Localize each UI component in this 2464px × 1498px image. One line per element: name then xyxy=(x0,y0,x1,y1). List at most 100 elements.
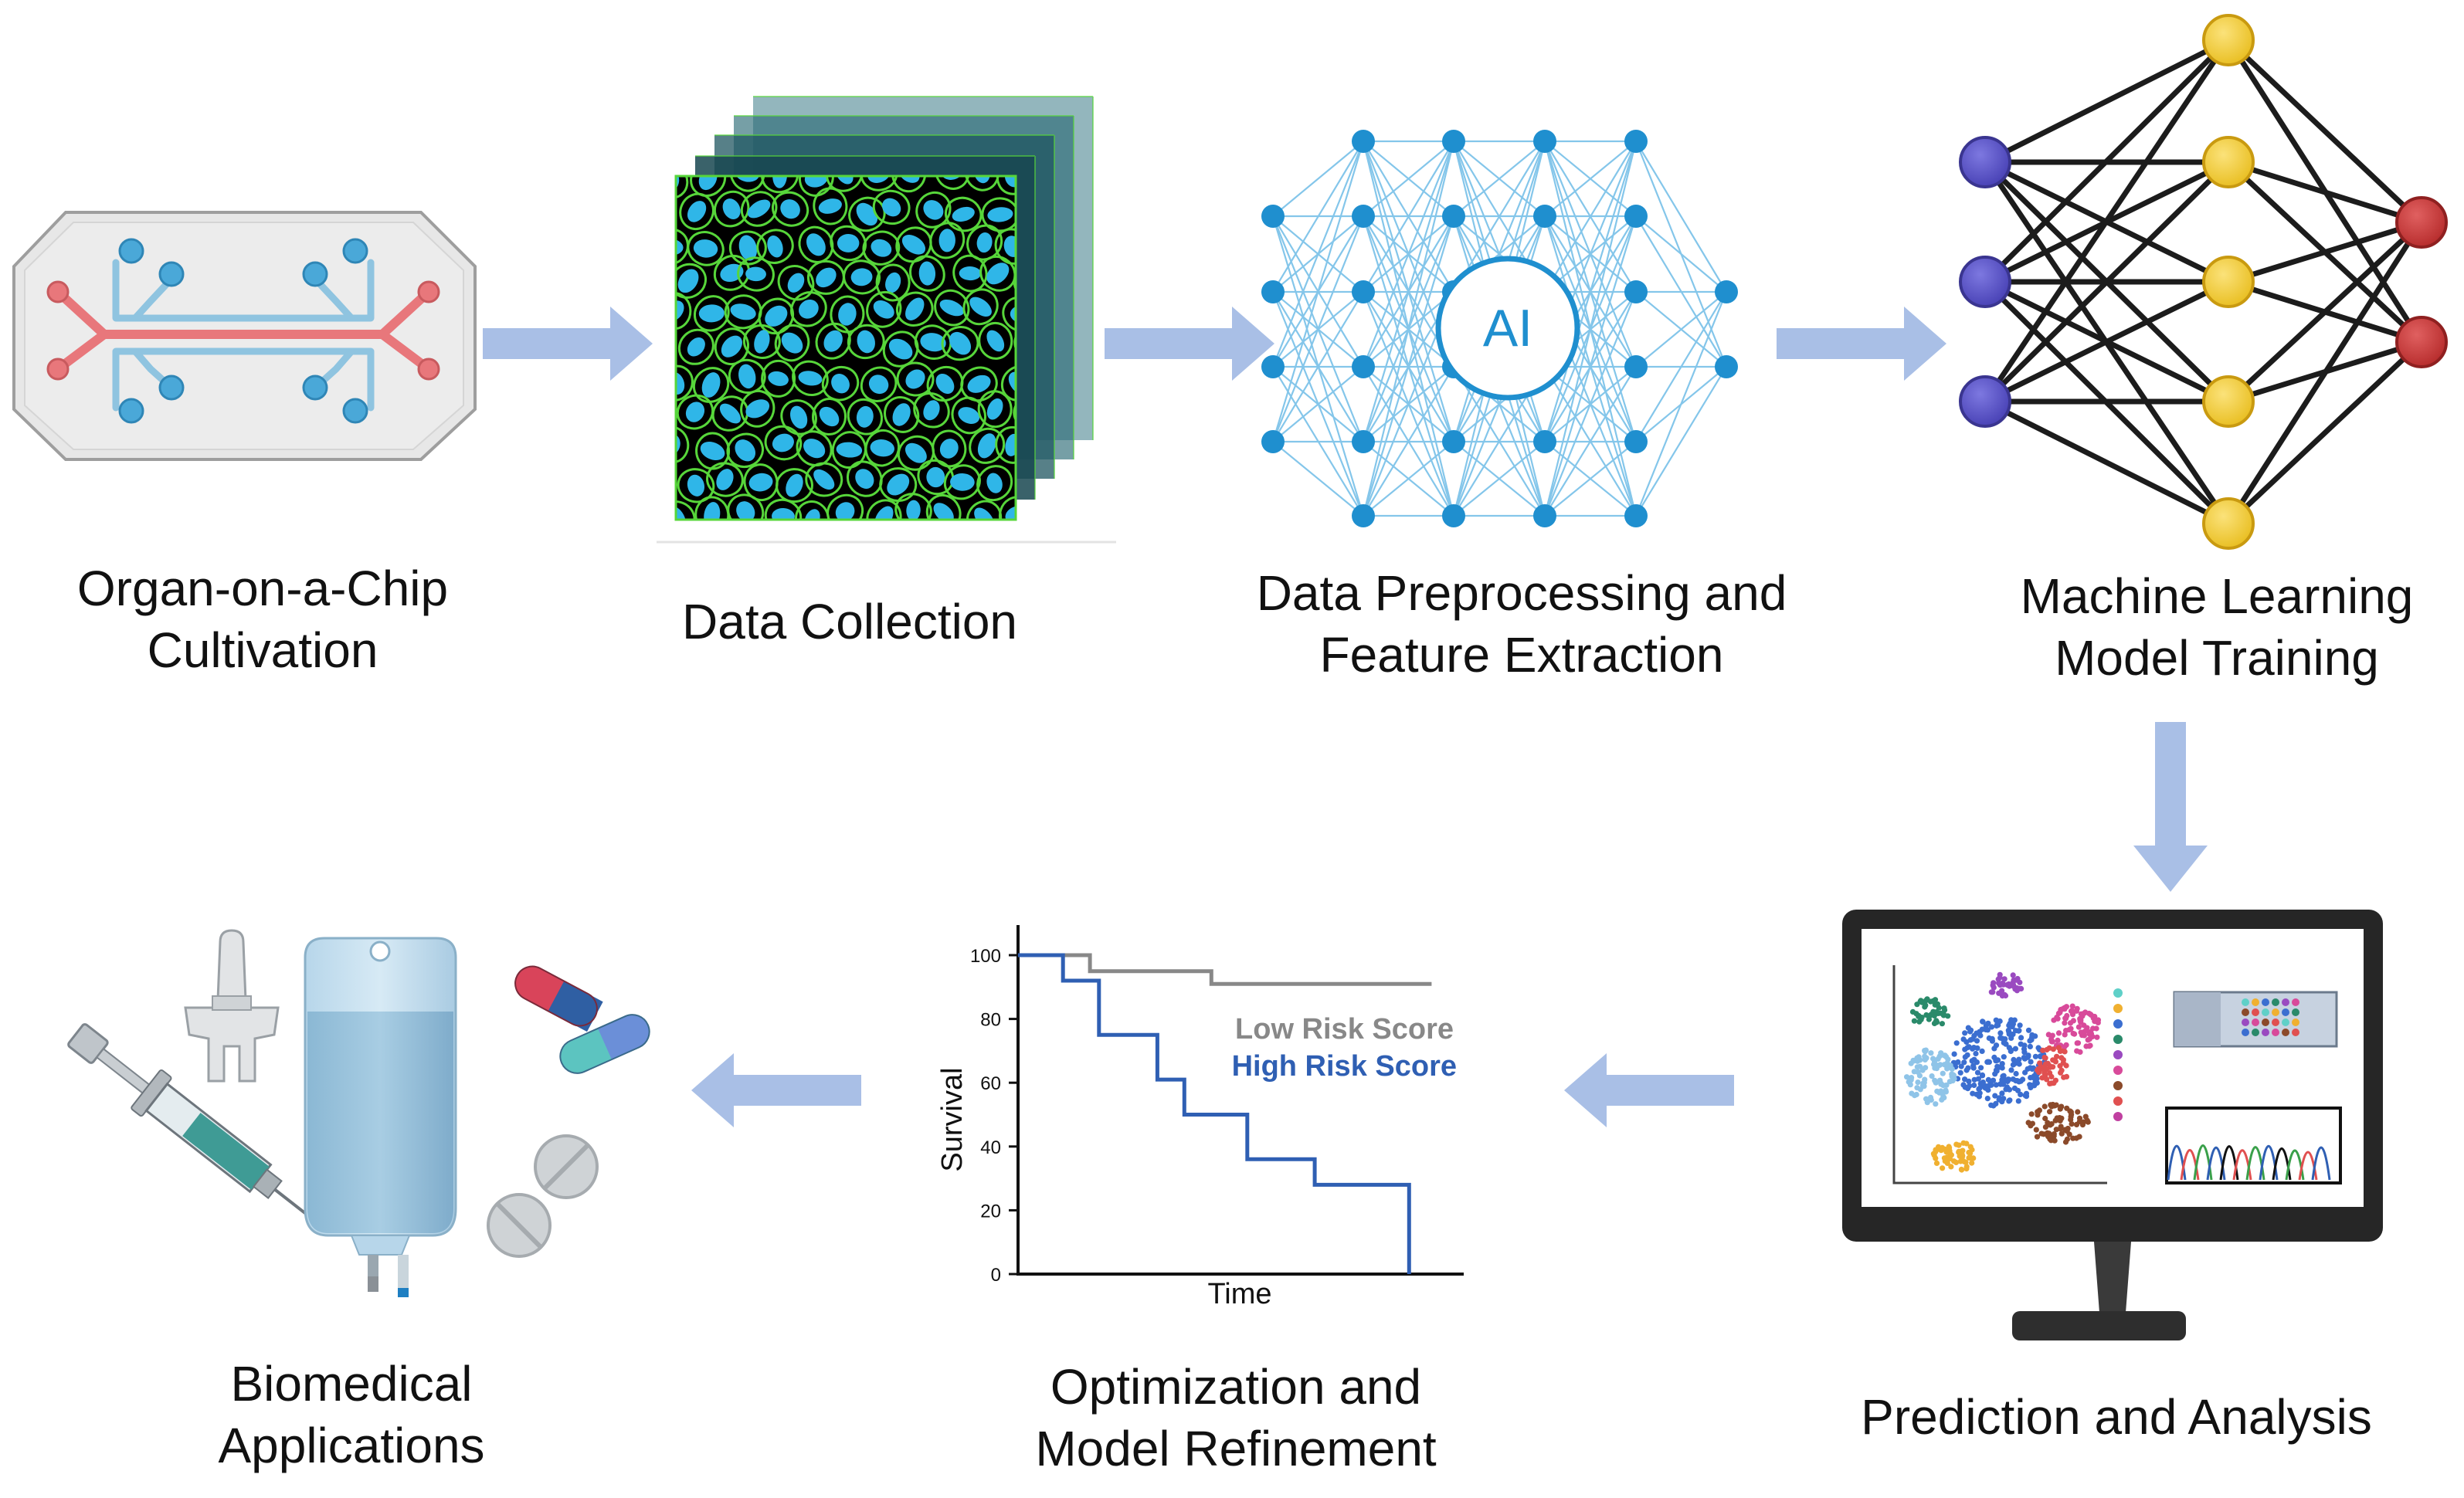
tablet-icon xyxy=(534,1134,599,1199)
scatter-point xyxy=(1945,1156,1952,1162)
scatter-point xyxy=(1992,1093,1998,1099)
cell-nucleus xyxy=(933,503,954,520)
cell-membrane xyxy=(764,498,803,520)
network-edge xyxy=(1453,141,1546,217)
network-node xyxy=(1533,130,1556,153)
network-edge xyxy=(1362,141,1455,517)
y-tick-label: 80 xyxy=(980,1010,1001,1031)
scatter-point xyxy=(1907,1082,1913,1088)
cell-nucleus xyxy=(698,176,718,191)
scatter-point xyxy=(1933,1101,1939,1107)
cell-nucleus xyxy=(835,502,855,520)
cell-nucleus xyxy=(704,502,721,520)
cell-membrane xyxy=(976,465,1013,502)
cell-membrane xyxy=(826,493,864,520)
label-biomedical-applications: Biomedical Applications xyxy=(120,1353,583,1476)
cell-membrane xyxy=(693,295,730,332)
network-edge xyxy=(1272,291,1364,442)
network-edge xyxy=(1363,366,1454,517)
cell-membrane xyxy=(790,291,827,327)
cell-membrane xyxy=(941,326,979,361)
scatter-point xyxy=(1939,1021,1945,1027)
network-node xyxy=(1624,130,1648,153)
scatter-point xyxy=(1963,1039,1970,1046)
y-tick-label: 100 xyxy=(970,946,1001,967)
scatter-point xyxy=(2057,1126,2064,1132)
legend-low-risk: Low Risk Score xyxy=(1235,1013,1454,1046)
arrow-chip-to-collection xyxy=(483,307,653,381)
cell-membrane xyxy=(908,526,951,571)
cell-membrane xyxy=(979,255,1016,292)
cell-membrane xyxy=(695,432,731,470)
scatter-point xyxy=(2013,1070,2019,1077)
scatter-point xyxy=(2015,1098,2021,1104)
network-node xyxy=(1533,430,1556,453)
scatter-point xyxy=(1994,1021,2001,1027)
scatter-point xyxy=(1965,1065,1971,1071)
scatter-point xyxy=(2047,1109,2053,1115)
scatter-point xyxy=(2048,1102,2054,1108)
scatter-point xyxy=(2014,988,2020,994)
scatter-point xyxy=(2064,1136,2070,1142)
cell-nucleus xyxy=(1005,433,1016,456)
cell-nucleus xyxy=(687,201,707,222)
scatter-point xyxy=(2027,1043,2033,1049)
cell-membrane xyxy=(743,463,779,502)
scatter-point xyxy=(1933,1160,1940,1166)
cell-membrane xyxy=(676,500,696,520)
label-prediction-line1: Prediction and Analysis xyxy=(1861,1389,2372,1445)
network-edge xyxy=(1453,141,1546,293)
scatter-point xyxy=(2069,1008,2075,1014)
cell-nucleus xyxy=(1003,236,1016,257)
arrow-prediction-to-optimization xyxy=(1564,1053,1734,1127)
scatter-point xyxy=(1960,1153,1966,1159)
nasal-spray-icon xyxy=(184,929,280,1083)
slide-dot xyxy=(2242,998,2249,1006)
cell-membrane xyxy=(676,292,692,330)
scatter-point xyxy=(2077,1018,2083,1024)
scatter-point xyxy=(1993,1067,1999,1073)
cell-nucleus xyxy=(748,473,773,492)
scatter-point xyxy=(2074,1048,2080,1054)
scatter-point xyxy=(2025,1052,2031,1059)
scatter-point xyxy=(1997,974,2003,981)
scatter-point xyxy=(2067,1020,2074,1026)
arrow-collection-to-preprocessing xyxy=(1105,307,1274,381)
scatter-point xyxy=(2048,1073,2055,1079)
scatter-point xyxy=(2022,1069,2028,1076)
syringe-icon xyxy=(67,1023,327,1231)
network-edge xyxy=(1983,38,2231,284)
scatter-point xyxy=(1999,1035,2005,1042)
scatter-point xyxy=(2006,981,2012,988)
network-node xyxy=(1715,355,1738,378)
scatter-point xyxy=(2041,1054,2048,1061)
slide-dot xyxy=(2282,1008,2289,1016)
cell-membrane xyxy=(729,176,765,192)
cell-nucleus xyxy=(918,261,936,286)
scatter-point xyxy=(2038,1053,2044,1059)
network-edge xyxy=(1635,141,1727,293)
scatter-point xyxy=(2011,1085,2018,1091)
cell-membrane xyxy=(821,365,860,402)
cell-nucleus xyxy=(873,300,894,319)
scatter-point xyxy=(1953,1141,1960,1147)
scatter-point xyxy=(2018,1035,2024,1041)
network-node xyxy=(1715,280,1738,303)
scatter-point xyxy=(1931,1152,1937,1158)
cell-membrane xyxy=(1002,296,1016,332)
scatter-point xyxy=(1916,1018,1923,1025)
cell-nucleus xyxy=(887,473,910,496)
slide-dot xyxy=(2282,998,2289,1006)
cell-nucleus xyxy=(898,176,920,183)
scatter-point xyxy=(1990,982,1996,988)
cell-membrane xyxy=(779,534,815,568)
cell-membrane xyxy=(740,191,778,227)
cell-membrane xyxy=(674,526,719,571)
network-node xyxy=(1624,504,1648,527)
ai-badge-label: AI xyxy=(1483,299,1532,358)
scatter-point xyxy=(1913,1091,1919,1098)
scatter-point xyxy=(2041,1103,2048,1110)
cell-nucleus xyxy=(986,398,1003,420)
scatter-point xyxy=(2008,1067,2014,1073)
scatter-point xyxy=(1936,1062,1943,1069)
